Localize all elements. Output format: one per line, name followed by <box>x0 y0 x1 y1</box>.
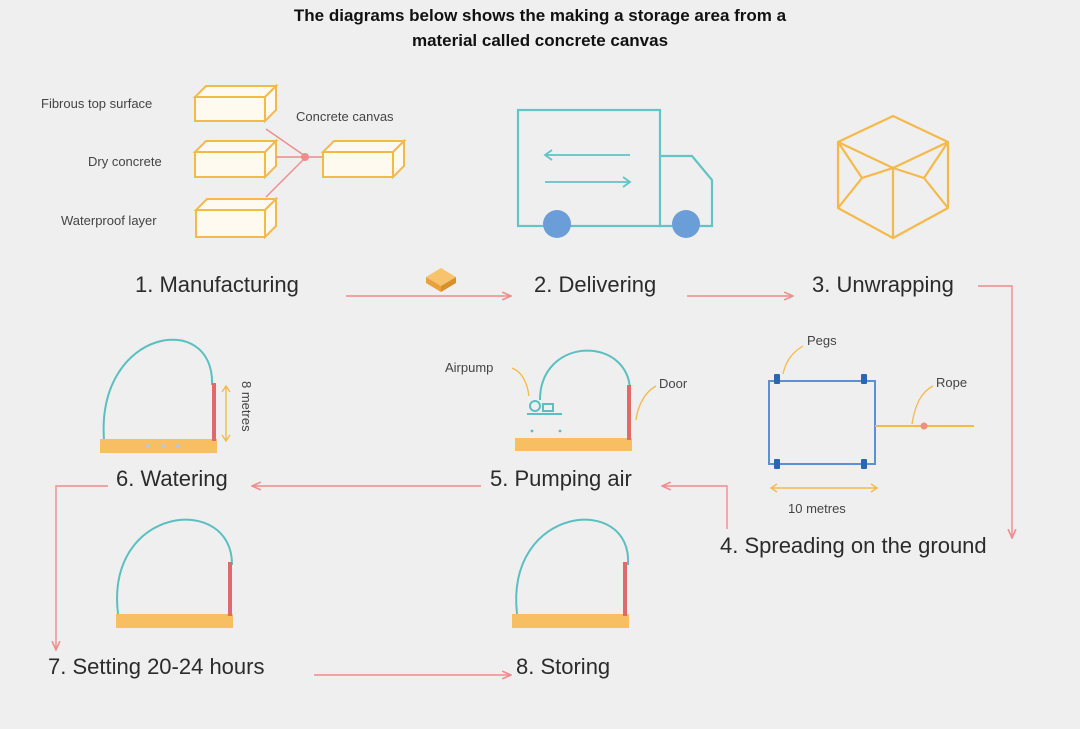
width-dimension <box>769 483 879 493</box>
label-fibrous-top-surface: Fibrous top surface <box>41 96 153 111</box>
label-width: 10 metres <box>788 501 846 516</box>
step-label-pumping-air: 5. Pumping air <box>490 466 632 491</box>
watering-base <box>100 439 217 453</box>
pump-base <box>515 438 632 451</box>
label-door: Door <box>659 376 688 391</box>
diagram-title-line1: The diagrams below shows the making a st… <box>293 6 787 25</box>
step-label-spreading: 4. Spreading on the ground <box>720 533 987 558</box>
arrow-4-to-5 <box>662 486 728 529</box>
open-box-icon <box>836 114 950 240</box>
pegs-pointer <box>782 345 804 375</box>
flow-arrows <box>56 285 1012 675</box>
pump-door <box>627 385 631 440</box>
door-pointer <box>635 385 657 421</box>
pump-dots <box>530 429 562 433</box>
truck-icon <box>516 108 714 228</box>
layer-block-top <box>192 83 279 124</box>
label-height: 8 metres <box>239 381 254 432</box>
watering-door <box>212 383 216 441</box>
package-icon <box>426 268 456 292</box>
arrow-3-to-4 <box>978 285 1012 538</box>
height-dimension <box>221 384 231 443</box>
truck-wheel-back <box>672 210 700 238</box>
setting-door <box>228 562 232 616</box>
step-label-watering: 6. Watering <box>116 466 228 491</box>
label-airpump: Airpump <box>445 360 494 375</box>
label-pegs: Pegs <box>807 333 837 348</box>
storing-door <box>623 562 627 616</box>
step-label-storing: 8. Storing <box>516 654 611 679</box>
layer-block-bottom <box>193 196 279 240</box>
pump-dome <box>539 349 632 401</box>
connector-dot <box>301 153 309 161</box>
label-rope: Rope <box>936 375 968 390</box>
step-label-setting: 7. Setting 20-24 hours <box>48 654 265 679</box>
peg-markers <box>774 374 867 469</box>
setting-base <box>116 614 233 628</box>
water-droplets <box>146 444 180 448</box>
label-waterproof-layer: Waterproof layer <box>61 213 157 228</box>
storing-dome <box>515 518 630 615</box>
step-label-unwrapping: 3. Unwrapping <box>812 272 954 297</box>
airpump-pointer <box>511 367 530 397</box>
label-concrete-canvas: Concrete canvas <box>296 109 394 124</box>
airpump-icon <box>527 400 562 415</box>
diagram-title-line2: material called concrete canvas <box>411 31 669 50</box>
truck-arrows <box>543 149 632 188</box>
concrete-canvas-block <box>320 138 407 180</box>
step-label-delivering: 2. Delivering <box>534 272 657 297</box>
truck-wheel-front <box>543 210 571 238</box>
rope-knot <box>920 422 928 430</box>
canvas-frame <box>768 380 876 465</box>
setting-dome <box>116 518 234 615</box>
layer-block-middle <box>192 138 279 180</box>
step-label-manufacturing: 1. Manufacturing <box>135 272 299 297</box>
storing-base <box>512 614 629 628</box>
arrow-6-to-7 <box>56 485 108 650</box>
label-dry-concrete: Dry concrete <box>88 154 162 169</box>
rope-pointer <box>911 385 934 425</box>
watering-dome <box>102 338 214 441</box>
